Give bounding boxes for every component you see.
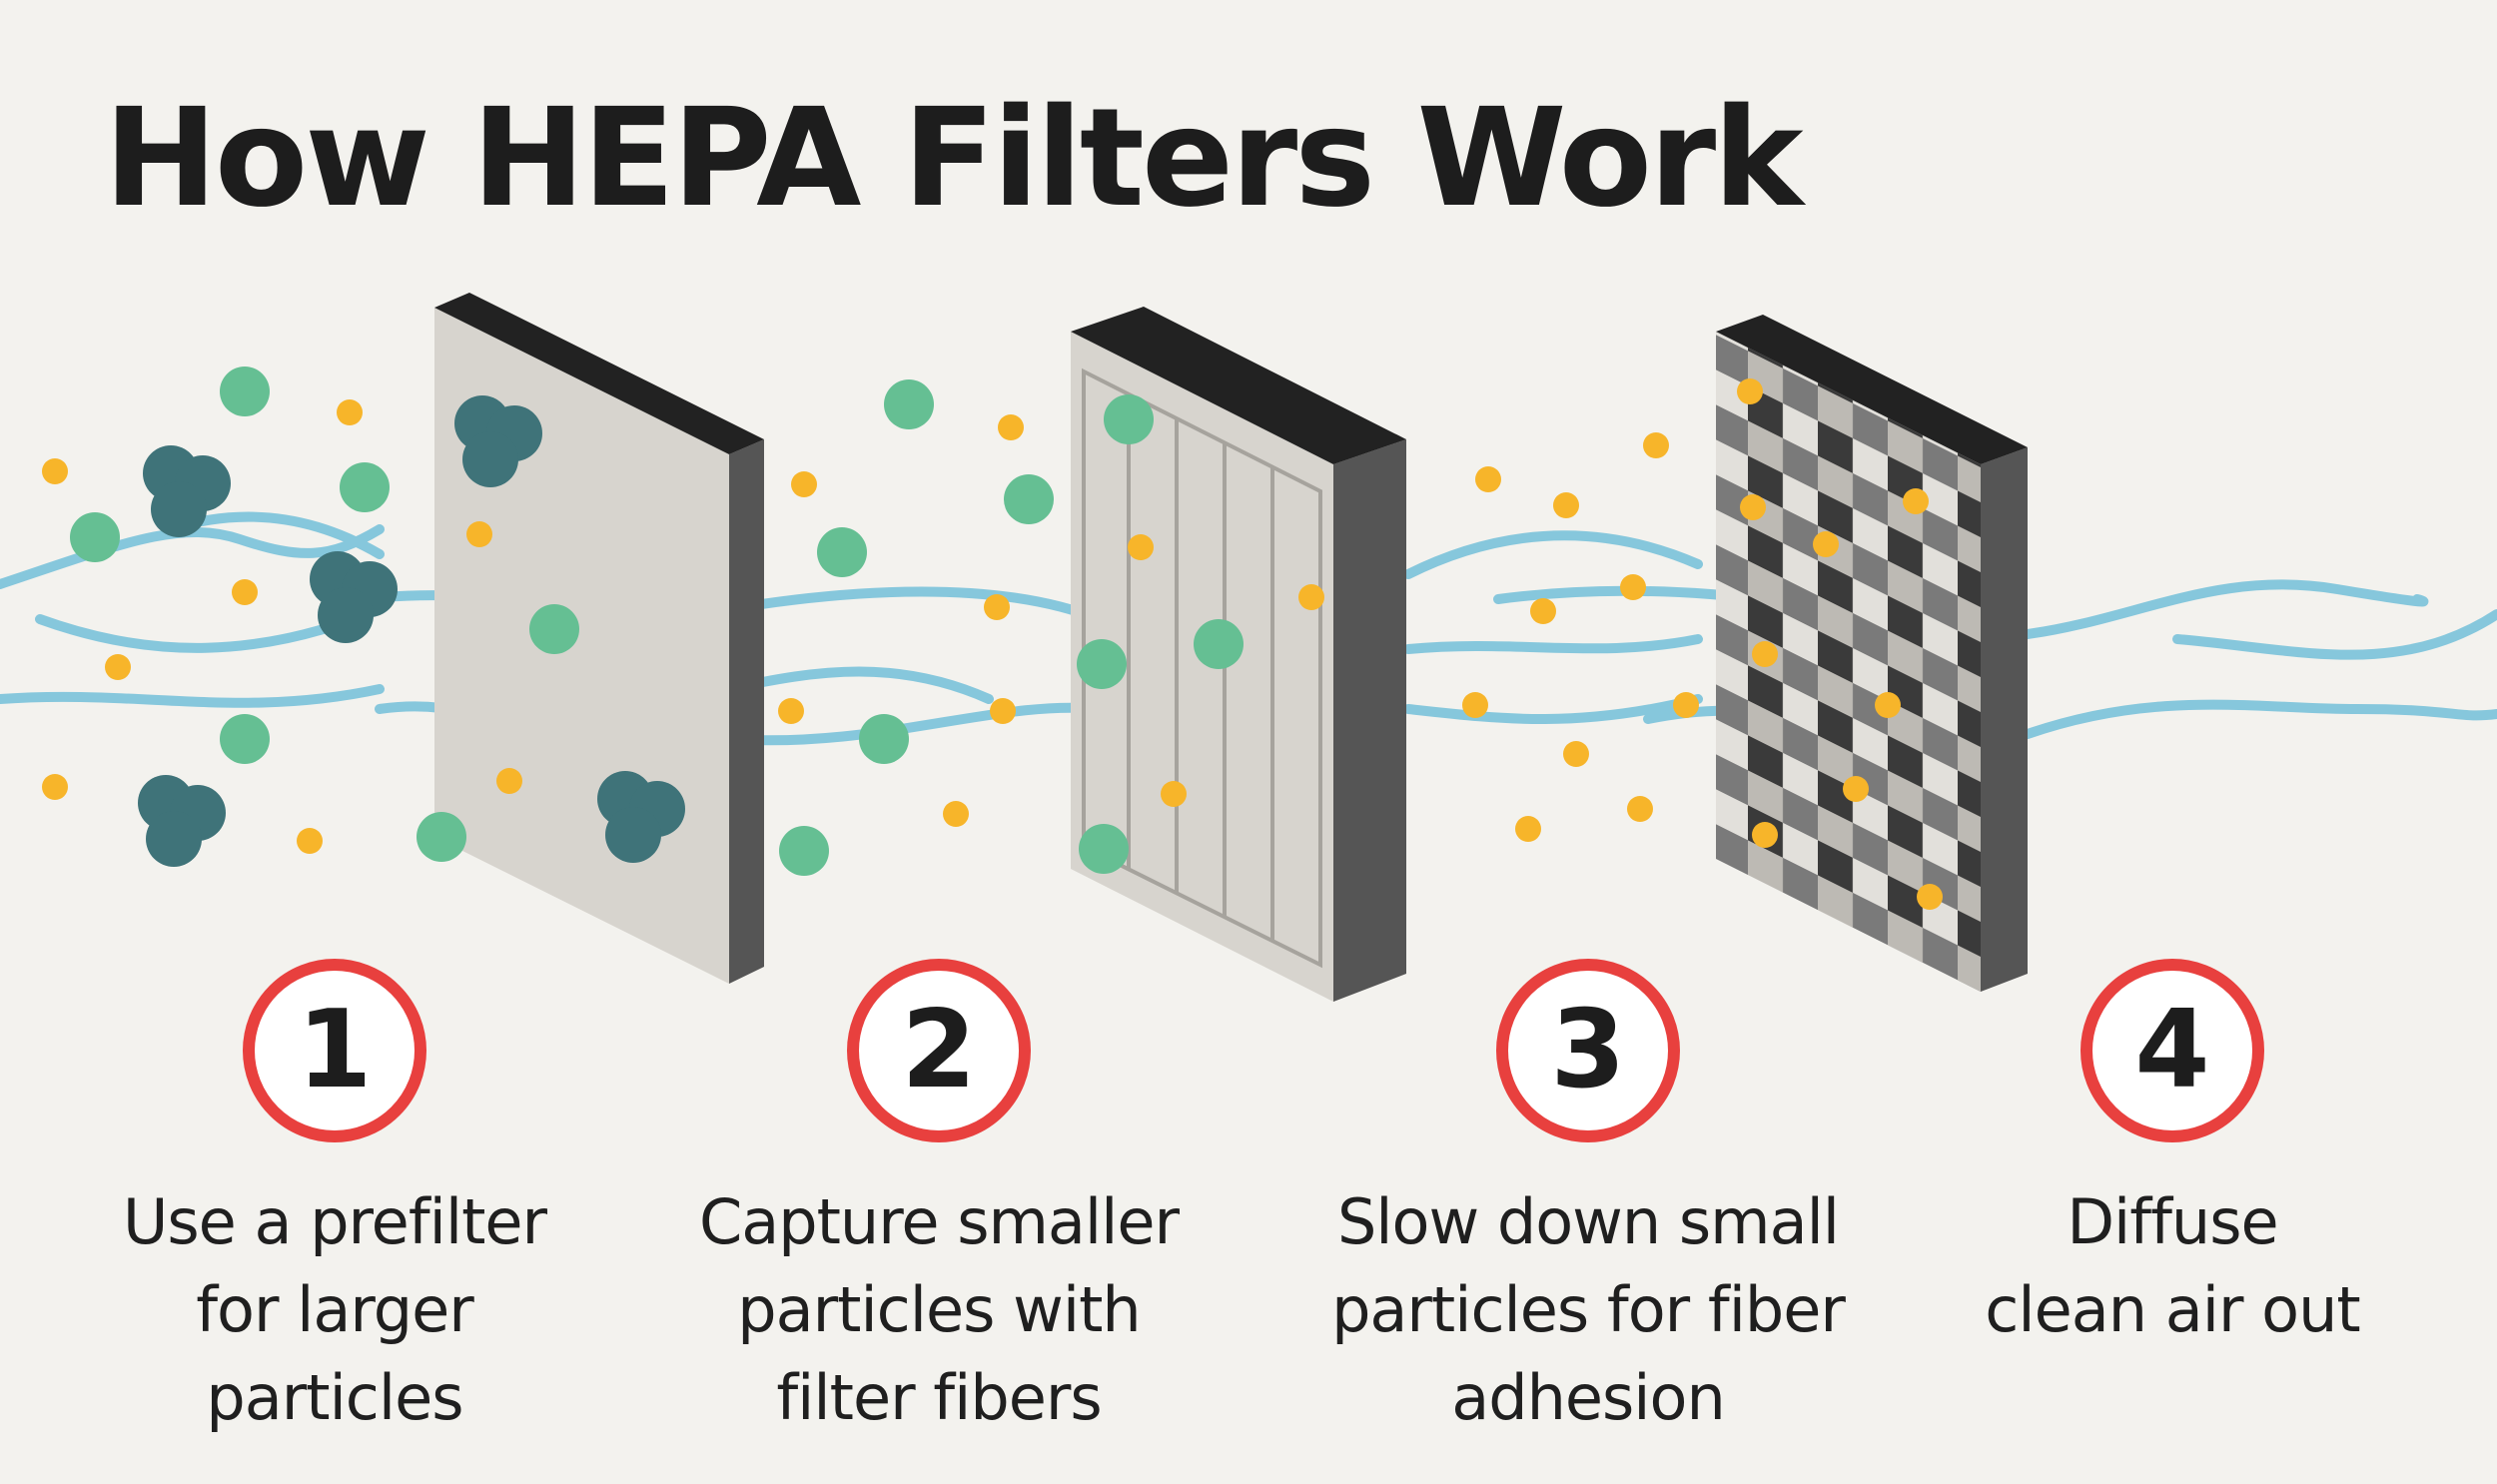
particle (1298, 584, 1324, 610)
particle (998, 414, 1024, 440)
step-3-badge: 3 (1496, 959, 1680, 1142)
particle-icon (42, 367, 1943, 910)
particle (70, 512, 120, 562)
particle (943, 801, 969, 827)
page-title: How HEPA Filters Work (104, 80, 1804, 238)
particle (232, 579, 258, 605)
particle (1004, 474, 1054, 524)
particle (1475, 466, 1501, 492)
particle (779, 826, 829, 876)
particle (1079, 824, 1129, 874)
particle (529, 604, 579, 654)
particle (1643, 432, 1669, 458)
particle (220, 714, 270, 764)
particle (1740, 494, 1766, 520)
particle (337, 399, 363, 425)
particle (462, 431, 518, 487)
particle (1737, 378, 1763, 404)
step-2-badge: 2 (847, 959, 1031, 1142)
particle (1917, 884, 1943, 910)
particle (416, 812, 466, 862)
particle (1903, 488, 1929, 514)
fiber-filter-icon (1071, 307, 1406, 1002)
particle (340, 462, 390, 512)
particle (1194, 619, 1244, 669)
particle (151, 481, 207, 537)
particle (220, 367, 270, 416)
particle (1161, 781, 1187, 807)
particle (1104, 394, 1154, 444)
particle (1627, 796, 1653, 822)
particle (318, 587, 374, 643)
particle (1620, 574, 1646, 600)
particle (859, 714, 909, 764)
particle (1128, 534, 1154, 560)
particle (42, 458, 68, 484)
particle (1462, 692, 1488, 718)
particle (496, 768, 522, 794)
particle (778, 698, 804, 724)
particle (1515, 816, 1541, 842)
particle (1813, 531, 1839, 557)
particle (466, 521, 492, 547)
particle (42, 774, 68, 800)
particle (297, 828, 323, 854)
step-4-badge: 4 (2081, 959, 2264, 1142)
particle (884, 379, 934, 429)
particle (605, 807, 661, 863)
particle (146, 811, 202, 867)
particle (984, 594, 1010, 620)
particle (1843, 776, 1869, 802)
particle (1752, 641, 1778, 667)
particle (105, 654, 131, 680)
particle (817, 527, 867, 577)
particle (791, 471, 817, 497)
particle (1875, 692, 1901, 718)
particle (1752, 822, 1778, 848)
particle (1530, 598, 1556, 624)
particle (990, 698, 1016, 724)
step-1-badge: 1 (243, 959, 426, 1142)
particle (1553, 492, 1579, 518)
particle (1563, 741, 1589, 767)
particle (1077, 639, 1127, 689)
particle (1673, 692, 1699, 718)
